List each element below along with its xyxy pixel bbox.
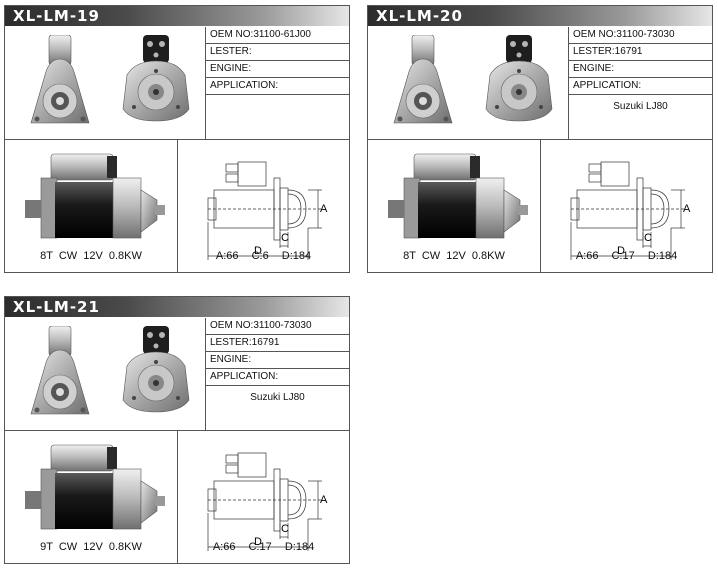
card-header: XL-LM-19 (5, 6, 349, 26)
card-header: XL-LM-20 (368, 6, 712, 26)
oem-number: OEM NO:31100-61J00 (206, 27, 349, 44)
dim-a-value: A:66 (575, 250, 599, 262)
lester-number: LESTER:16791 (569, 44, 712, 61)
application-field: APPLICATION: (206, 369, 349, 386)
dimension-drawing: A C D (207, 161, 328, 261)
dim-label-d: D (254, 245, 262, 257)
dim-label-c: C (644, 232, 652, 244)
engine-field: ENGINE: (206, 352, 349, 369)
card-header: XL-LM-21 (5, 297, 349, 317)
dim-c-value: C:6 (251, 250, 269, 262)
application-field: APPLICATION: (569, 78, 712, 95)
dim-a-value: A:66 (212, 541, 236, 553)
starter-front-photo (393, 35, 453, 124)
dimension-panel: A C D A:66 C:17 D:184 (541, 140, 712, 272)
spec-table: OEM NO:31100-73030 LESTER:16791 ENGINE: … (206, 318, 349, 430)
dim-label-c: C (281, 523, 289, 535)
product-card-xl-lm-19: XL-LM-19 OEM NO:31100-61J00 LESTER: ENGI… (4, 5, 350, 273)
dim-d-value: D:184 (284, 541, 315, 553)
dimension-panel: A C D A:66 C:6 D:184 (178, 140, 349, 272)
engine-field: ENGINE: (569, 61, 712, 78)
dimension-values: A:66 C:6 D:184 (178, 250, 349, 262)
electrical-spec: 9T CW 12V 0.8KW (40, 541, 142, 553)
starter-front-photo (30, 326, 90, 415)
side-view-panel: 8T CW 12V 0.8KW (368, 140, 541, 272)
dimension-drawing: A C D (207, 452, 328, 552)
product-photos (5, 27, 206, 139)
application-value: Suzuki LJ80 (613, 101, 668, 112)
starter-rear-photo (485, 35, 553, 122)
electrical-spec: 8T CW 12V 0.8KW (40, 250, 142, 262)
starter-side-photo (24, 444, 166, 530)
oem-number: OEM NO:31100-73030 (206, 318, 349, 335)
product-card-xl-lm-20: XL-LM-20 OEM NO:31100-73030 LESTER:16791… (367, 5, 713, 273)
lester-number: LESTER:16791 (206, 335, 349, 352)
dimension-values: A:66 C:17 D:184 (541, 250, 712, 262)
lester-number: LESTER: (206, 44, 349, 61)
dim-c-value: C:17 (611, 250, 635, 262)
dim-label-a: A (320, 203, 328, 215)
application-field: APPLICATION: (206, 78, 349, 95)
dim-label-a: A (683, 203, 691, 215)
spec-table: OEM NO:31100-61J00 LESTER: ENGINE: APPLI… (206, 27, 349, 139)
side-view-panel: 9T CW 12V 0.8KW (5, 431, 178, 563)
starter-side-photo (387, 153, 529, 239)
product-code-title: XL-LM-20 (376, 7, 463, 25)
starter-side-photo (24, 153, 166, 239)
product-code-title: XL-LM-21 (13, 298, 100, 316)
engine-field: ENGINE: (206, 61, 349, 78)
product-photos (5, 318, 206, 430)
dim-label-d: D (254, 536, 262, 548)
dimension-panel: A C D A:66 C:17 D:184 (178, 431, 349, 563)
dimension-values: A:66 C:17 D:184 (178, 541, 349, 553)
spec-table: OEM NO:31100-73030 LESTER:16791 ENGINE: … (569, 27, 712, 139)
side-view-panel: 8T CW 12V 0.8KW (5, 140, 178, 272)
product-card-xl-lm-21: XL-LM-21 OEM NO:31100-73030 LESTER:16791… (4, 296, 350, 564)
starter-rear-photo (122, 35, 190, 122)
oem-number: OEM NO:31100-73030 (569, 27, 712, 44)
dim-c-value: C:17 (248, 541, 272, 553)
electrical-spec: 8T CW 12V 0.8KW (403, 250, 505, 262)
application-value: Suzuki LJ80 (250, 392, 305, 403)
dim-d-value: D:184 (647, 250, 678, 262)
dimension-drawing: A C D (570, 161, 691, 261)
dim-a-value: A:66 (215, 250, 239, 262)
dim-label-d: D (617, 245, 625, 257)
dim-d-value: D:184 (281, 250, 312, 262)
starter-front-photo (30, 35, 90, 124)
product-code-title: XL-LM-19 (13, 7, 100, 25)
dim-label-a: A (320, 494, 328, 506)
dim-label-c: C (281, 232, 289, 244)
product-photos (368, 27, 569, 139)
starter-rear-photo (122, 326, 190, 413)
